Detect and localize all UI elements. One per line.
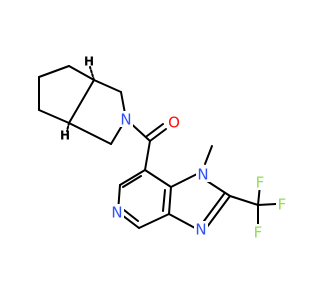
bond-n1-methyl [204,145,213,165]
bond-c4-c3a-pyr [138,213,170,229]
n-pyrrolidine-label: N [120,111,131,129]
o-carbonyl-label: O [168,114,180,132]
bond-c7-c6-inner [122,175,142,188]
bond-c3a-c7a-inner [162,189,166,212]
bond-c7a-n1 [170,173,198,188]
bond-n5-c4-inner [123,209,139,222]
h-top-label: H [84,55,94,69]
f3-bg [252,224,264,240]
bond-c2-cf3 [229,195,259,206]
o-carbonyl-bg [167,114,180,130]
bond-n1-c2 [206,180,231,197]
n-methyl-label: N [197,166,208,184]
bond-c1-c6a [68,122,112,145]
bond-c3a-c4 [68,65,95,81]
bond-c4-c5 [38,65,70,78]
n-methyl-bg [196,166,210,182]
molecule-structure: N O N N N F F F H H [38,55,288,242]
f3-label: F [254,224,263,242]
bond-cf3-f2 [257,203,277,206]
bond-c3a-c3 [93,79,122,93]
bond-co-2 [146,123,164,137]
atom-labels: N O N N N F F F H H [60,55,288,242]
n-imidazole-label: N [195,221,206,239]
bonds [38,65,277,229]
f1-bg [254,174,266,190]
bond-c3a-c7a [168,186,172,215]
bond-carbonyl-c7 [144,140,151,171]
bond-c7-c6 [119,169,146,186]
bond-c2-n3 [206,195,231,228]
f2-bg [276,196,288,212]
bond-h-top [89,66,95,81]
f2-label: F [278,196,287,214]
bond-c2-n3-inner [203,193,225,222]
n-pyridine-label: N [111,204,122,222]
bond-c6-c6a [38,109,70,124]
bond-co-1 [149,128,167,142]
bond-h-bottom [66,122,70,132]
bond-c7a-c7 [144,169,172,188]
h-bottom-label: H [60,129,70,143]
f1-label: F [256,174,265,192]
bond-n3-c3a [168,213,196,229]
n-pyridine-bg [110,204,124,220]
n-imidazole-bg [194,221,208,237]
n-pyrrolidine-bg [120,111,133,127]
bond-ring-fusion [68,79,95,124]
